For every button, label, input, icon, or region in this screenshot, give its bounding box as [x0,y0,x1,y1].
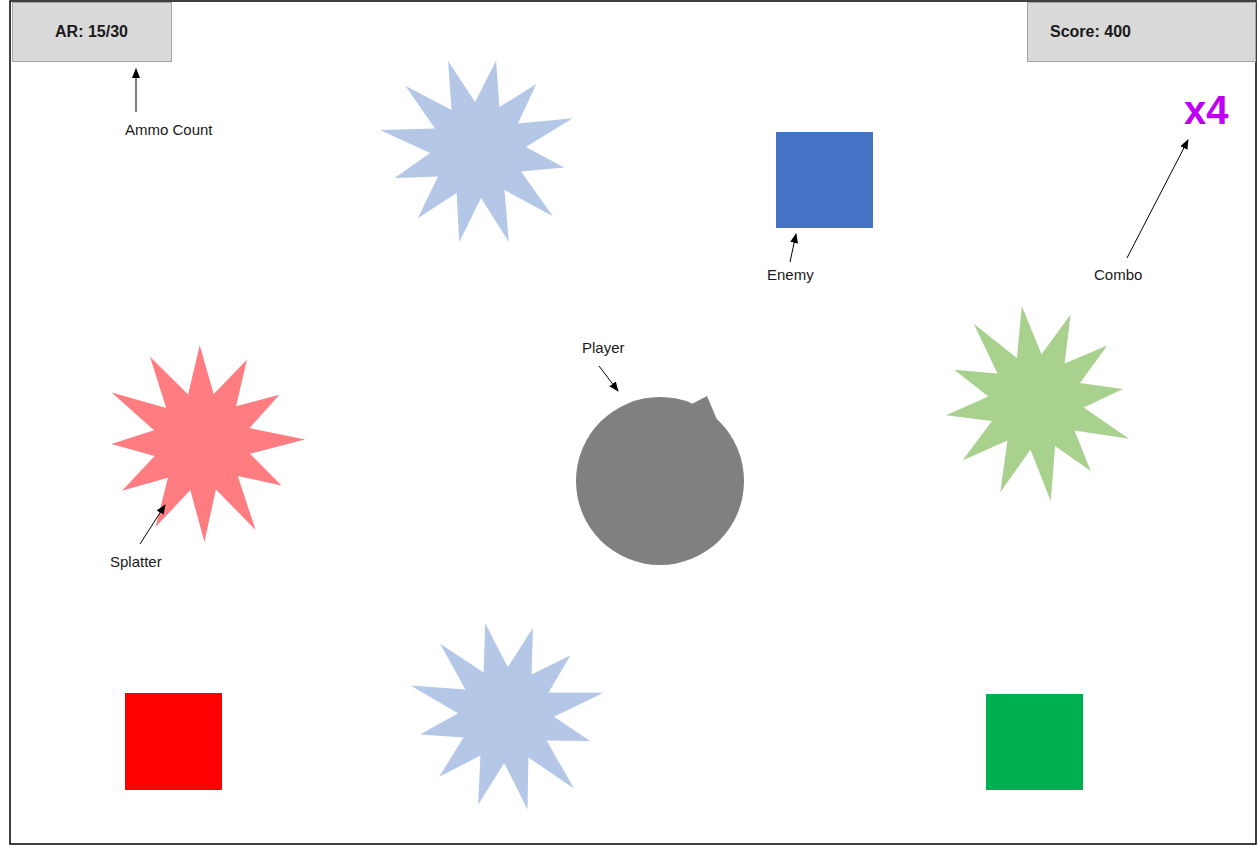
splatter [946,306,1129,501]
callout-label: Player [582,339,625,356]
enemy-square [125,693,222,790]
leader-line [136,69,137,112]
callout-label: Combo [1094,266,1142,283]
callout-label: Splatter [110,553,162,570]
splatter [411,623,604,809]
hud-text: AR: 15/30 [55,23,128,41]
screen-border [10,1,1256,844]
combo-multiplier: x4 [1184,88,1229,133]
leader-line [790,234,796,262]
leader-line [1127,140,1188,258]
score-counter: Score: 400 [1027,2,1256,62]
player-circle [576,397,744,565]
leader-line [140,505,165,544]
callout-label: Enemy [767,266,814,283]
enemy-square [776,132,873,228]
splatter [380,61,573,242]
callout-label: Ammo Count [125,121,213,138]
ammo-counter: AR: 15/30 [12,2,172,62]
leader-line [599,366,618,391]
splatter [111,345,305,542]
enemy-square [986,694,1083,790]
hud-text: Score: 400 [1050,23,1131,41]
